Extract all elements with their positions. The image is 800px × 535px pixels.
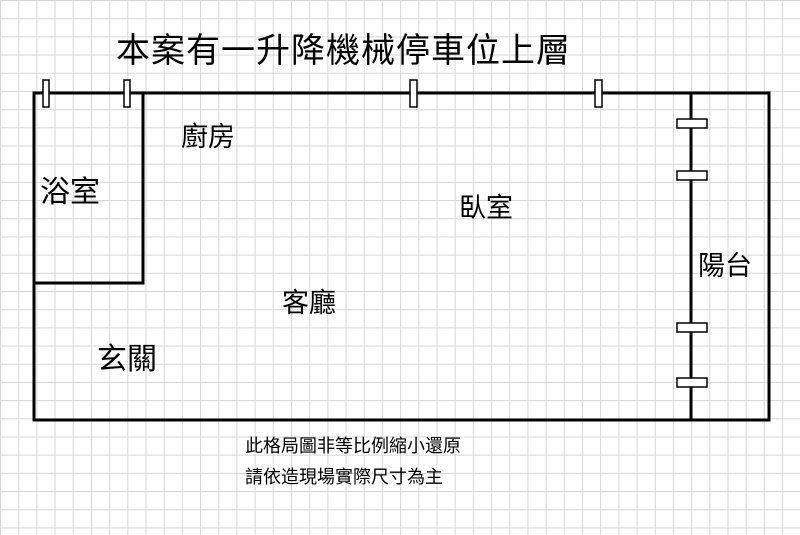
bathroom-wall [34,93,145,285]
top-wall-marker-3 [409,79,418,108]
disclaimer-line-1: 此格局圖非等比例縮小還原 [245,436,461,457]
page-title: 本案有一升降機械停車位上層 [116,31,571,71]
room-label-balcony: 陽台 [698,251,752,282]
room-label-kitchen: 廚房 [181,122,235,153]
room-label-bedroom: 臥室 [459,193,513,224]
top-wall-marker-2 [123,79,131,108]
top-wall-marker-1 [42,79,50,108]
room-label-living-room: 客廳 [282,288,336,319]
room-label-bathroom: 浴室 [40,175,100,210]
divider-marker-4 [676,377,708,388]
divider-marker-1 [676,118,708,129]
divider-marker-3 [676,322,708,333]
room-label-entrance: 玄關 [97,342,157,377]
divider-marker-2 [676,170,708,181]
outer-wall [32,91,771,422]
disclaimer-line-2: 請依造現場實際尺寸為主 [245,467,443,488]
top-wall-marker-4 [594,79,603,108]
